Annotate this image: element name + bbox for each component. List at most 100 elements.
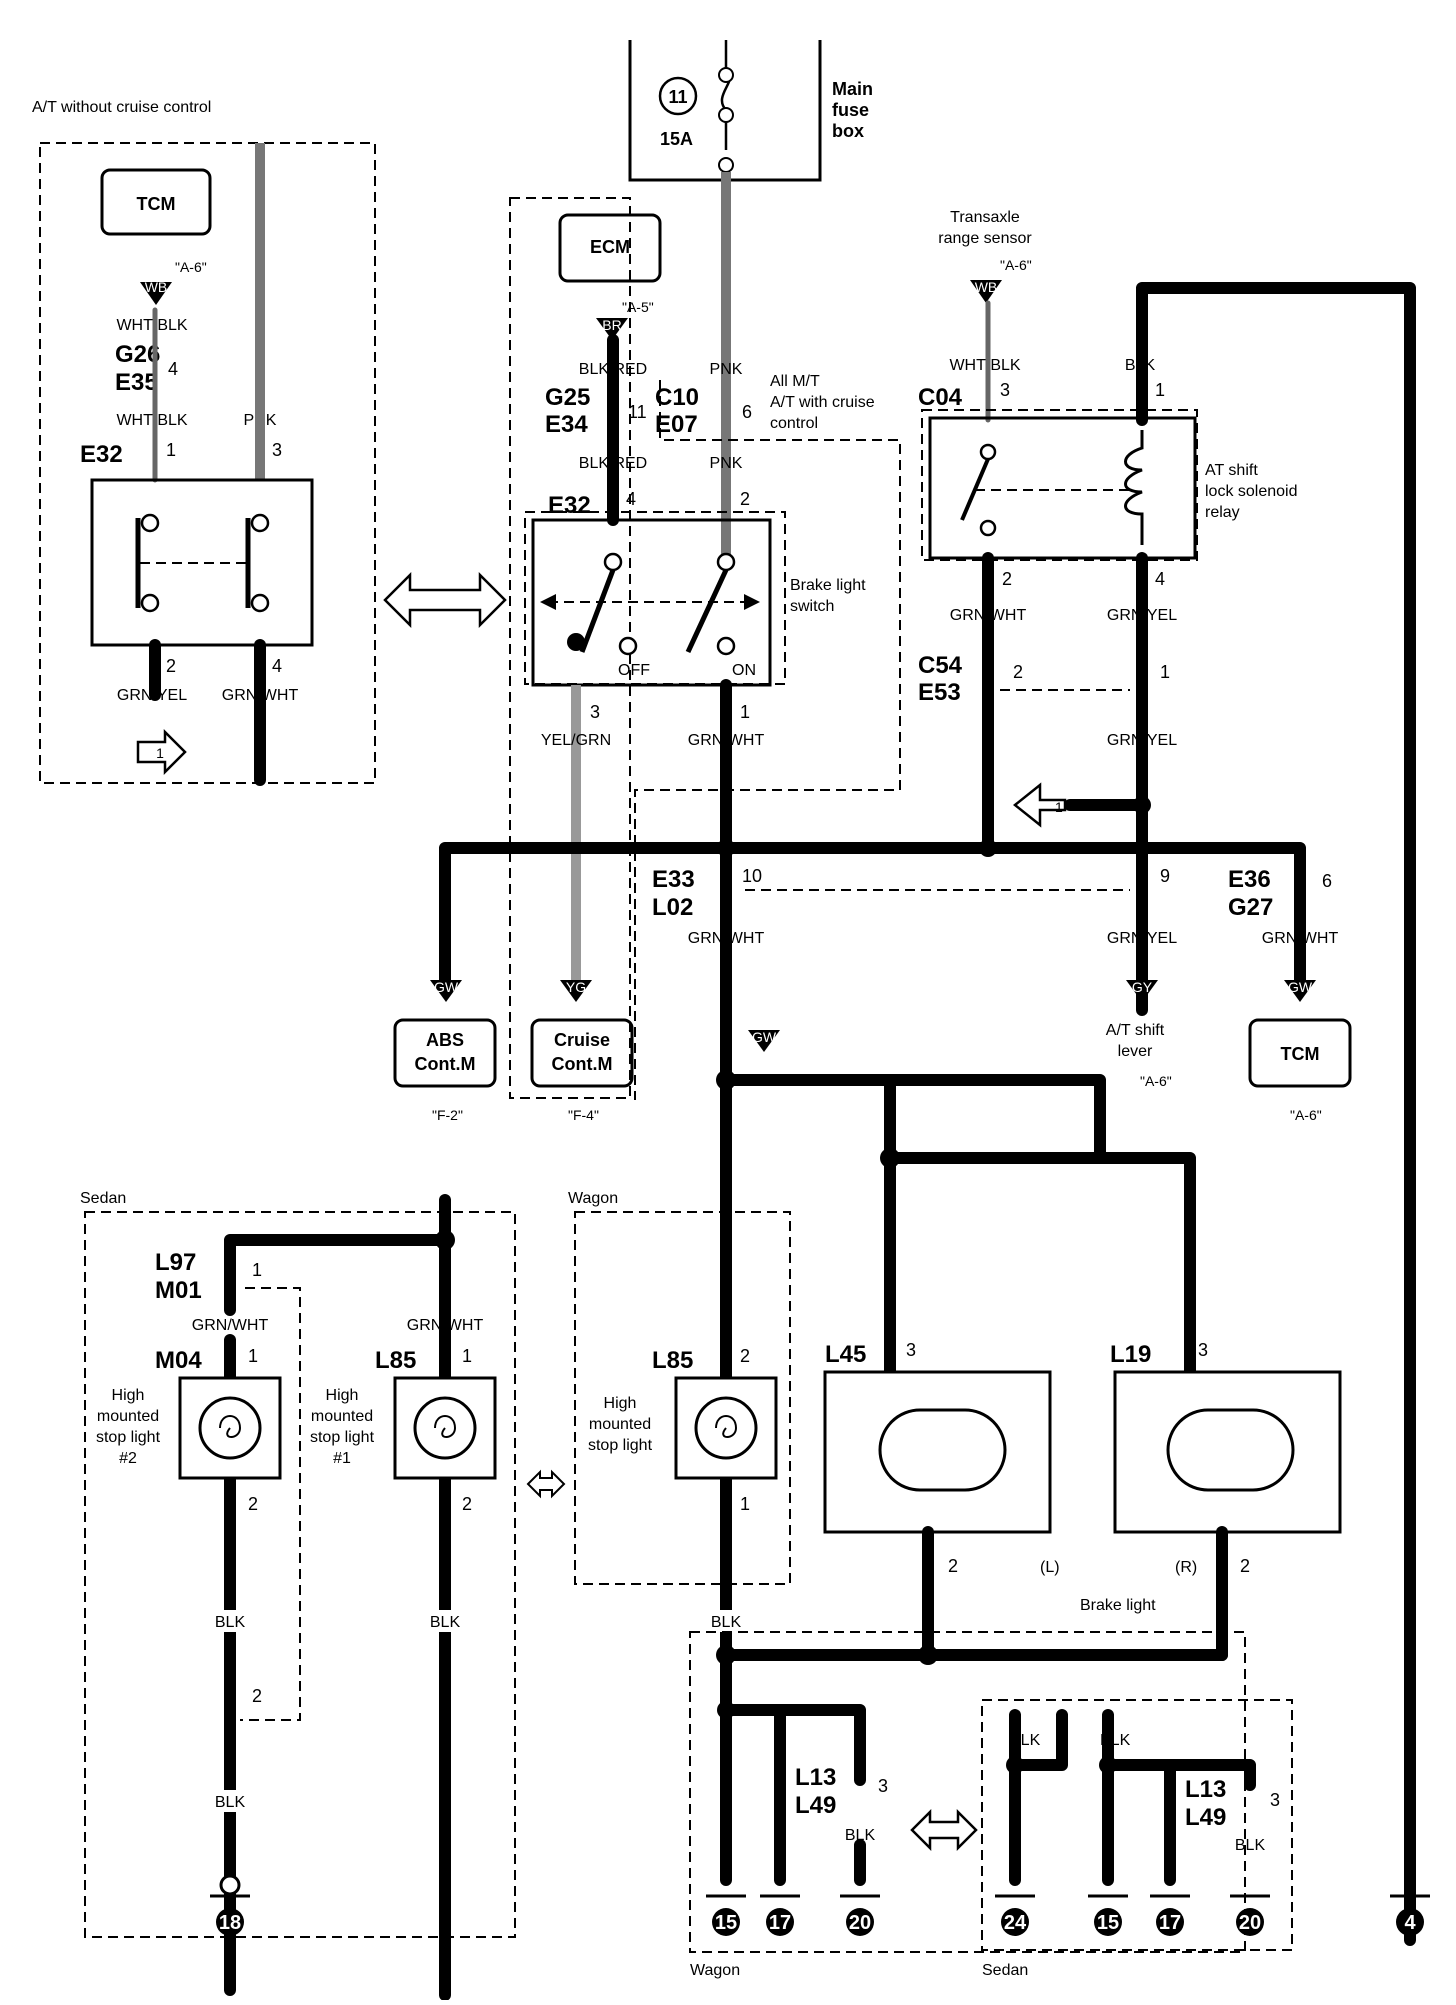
svg-text:relay: relay — [1205, 504, 1240, 521]
svg-text:2: 2 — [740, 1346, 750, 1366]
wagon-grounds: L13 L49 3 BLK 15 17 20 Wagon — [690, 1694, 888, 1979]
svg-text:GRN/WHT: GRN/WHT — [1262, 930, 1339, 947]
fuse-rating: 15A — [660, 129, 693, 149]
svg-text:GRN/WHT: GRN/WHT — [950, 607, 1027, 624]
svg-text:(L): (L) — [1040, 1559, 1060, 1576]
svg-text:mounted: mounted — [589, 1416, 651, 1433]
svg-text:PNK: PNK — [710, 361, 743, 378]
svg-text:3: 3 — [906, 1340, 916, 1360]
svg-text:11: 11 — [628, 402, 647, 422]
svg-text:Cruise: Cruise — [554, 1030, 610, 1050]
svg-text:"A-6": "A-6" — [1000, 257, 1032, 273]
svg-text:L45: L45 — [825, 1341, 866, 1368]
svg-text:PNK: PNK — [710, 455, 743, 472]
tcm-module[interactable] — [1248, 1018, 1352, 1088]
svg-text:GY: GY — [1132, 979, 1153, 995]
svg-text:4: 4 — [272, 656, 282, 676]
svg-text:C10: C10 — [655, 384, 699, 411]
svg-text:2: 2 — [948, 1556, 958, 1576]
svg-text:A/T with cruise: A/T with cruise — [770, 394, 875, 411]
inset-at-without-cruise: A/T without cruise control TCM "A-6" WB … — [32, 99, 376, 786]
svg-text:E53: E53 — [918, 679, 961, 706]
svg-text:BLK: BLK — [845, 1827, 876, 1844]
svg-text:Sedan: Sedan — [982, 1962, 1028, 1979]
svg-text:L49: L49 — [1185, 1804, 1226, 1831]
svg-text:BLK: BLK — [1235, 1837, 1266, 1854]
svg-text:#1: #1 — [333, 1450, 351, 1467]
tcm-label: TCM — [137, 194, 176, 214]
svg-text:mounted: mounted — [311, 1408, 373, 1425]
svg-text:L97: L97 — [155, 1249, 196, 1276]
svg-text:15: 15 — [715, 1912, 737, 1934]
svg-text:lever: lever — [1118, 1043, 1153, 1060]
svg-text:"A-5": "A-5" — [622, 299, 654, 315]
svg-text:L85: L85 — [652, 1347, 693, 1374]
svg-text:M04: M04 — [155, 1347, 202, 1374]
svg-text:G27: G27 — [1228, 894, 1273, 921]
svg-text:BLK: BLK — [430, 1614, 461, 1631]
svg-text:Transaxle: Transaxle — [950, 209, 1020, 226]
svg-text:15: 15 — [1097, 1912, 1119, 1934]
svg-text:C04: C04 — [918, 384, 963, 411]
svg-text:1: 1 — [166, 440, 176, 460]
svg-text:GRN/WHT: GRN/WHT — [222, 687, 299, 704]
svg-text:Cont.M: Cont.M — [415, 1054, 476, 1074]
svg-text:18: 18 — [219, 1912, 241, 1934]
svg-text:YG: YG — [566, 979, 586, 995]
shift-lock-relay: Transaxle range sensor "A-6" WB WHT/BLK … — [918, 209, 1416, 1946]
svg-text:(R): (R) — [1175, 1559, 1197, 1576]
svg-text:High: High — [112, 1387, 145, 1404]
ground-icon — [1396, 1908, 1424, 1936]
fuse-label-1: Main — [832, 79, 873, 99]
svg-text:GRN/YEL: GRN/YEL — [117, 687, 187, 704]
svg-text:4: 4 — [626, 489, 636, 509]
svg-text:L13: L13 — [1185, 1776, 1226, 1803]
svg-text:20: 20 — [849, 1912, 871, 1934]
svg-text:E34: E34 — [545, 411, 588, 438]
svg-text:BR: BR — [602, 317, 621, 333]
svg-text:GRN/WHT: GRN/WHT — [688, 732, 765, 749]
svg-text:1: 1 — [248, 1346, 258, 1366]
svg-text:BLK: BLK — [215, 1614, 246, 1631]
svg-text:Brake light: Brake light — [1080, 1597, 1156, 1614]
svg-text:A/T shift: A/T shift — [1106, 1022, 1165, 1039]
abs-module[interactable] — [393, 1018, 497, 1088]
svg-text:GRN/YEL: GRN/YEL — [1107, 607, 1177, 624]
cruise-module[interactable] — [530, 1018, 634, 1088]
svg-text:4: 4 — [1155, 569, 1165, 589]
svg-text:lock solenoid: lock solenoid — [1205, 483, 1298, 500]
modules: GW ABS Cont.M "F-2" YG Cruise Cont.M "F-… — [393, 979, 1352, 1123]
svg-text:C54: C54 — [918, 652, 963, 679]
svg-text:"A-6": "A-6" — [1140, 1073, 1172, 1089]
bus: E33 L02 10 9 E36 G27 6 GRN/WHT GRN/YEL G… — [439, 839, 1339, 1706]
svg-text:Wagon: Wagon — [568, 1190, 618, 1207]
inset-title: A/T without cruise control — [32, 99, 211, 116]
svg-text:1: 1 — [462, 1346, 472, 1366]
svg-text:#2: #2 — [119, 1450, 137, 1467]
svg-text:Wagon: Wagon — [690, 1962, 740, 1979]
brake-lights: L45 3 L19 3 2 (L) (R) 2 Brake light — [823, 1340, 1342, 1661]
svg-text:20: 20 — [1239, 1912, 1261, 1934]
svg-text:ON: ON — [732, 662, 756, 679]
coil-icon — [1124, 430, 1144, 545]
svg-text:L02: L02 — [652, 894, 693, 921]
svg-text:3: 3 — [1270, 1790, 1280, 1810]
ground-icon — [216, 1908, 244, 1936]
svg-text:TCM: TCM — [1281, 1044, 1320, 1064]
svg-text:OFF: OFF — [618, 662, 650, 679]
svg-text:stop light: stop light — [310, 1429, 375, 1446]
svg-text:WHT/BLK: WHT/BLK — [116, 317, 187, 334]
fuse-number: 11 — [668, 87, 687, 107]
svg-text:YEL/GRN: YEL/GRN — [541, 732, 611, 749]
fuse-number-circle — [658, 76, 698, 116]
svg-text:2: 2 — [462, 1494, 472, 1514]
svg-text:6: 6 — [742, 402, 752, 422]
svg-text:E32: E32 — [548, 492, 591, 519]
svg-text:GRN/WHT: GRN/WHT — [407, 1317, 484, 1334]
brake-switch-block: ECM "A-5" BR BLK/RED G25 E34 11 BLK/RED … — [509, 197, 901, 1100]
svg-text:1: 1 — [1055, 799, 1063, 815]
svg-text:E32: E32 — [80, 441, 123, 468]
svg-text:17: 17 — [769, 1912, 791, 1934]
svg-text:"F-2": "F-2" — [432, 1107, 463, 1123]
